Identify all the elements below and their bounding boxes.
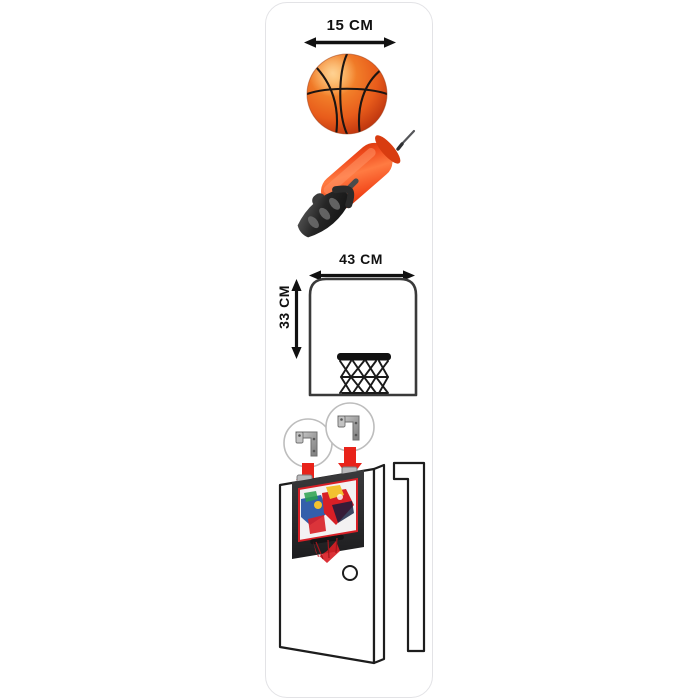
backboard-height-label: 33 CM bbox=[276, 285, 292, 329]
door-frame bbox=[392, 461, 426, 653]
backboard-graphic bbox=[298, 477, 358, 543]
door-installation-illustration bbox=[266, 401, 432, 697]
section-pump bbox=[266, 125, 432, 238]
backboard-line-drawing bbox=[308, 277, 418, 397]
backboard-width-arrow-icon bbox=[309, 270, 415, 281]
backboard-width-label: 43 CM bbox=[339, 251, 383, 267]
ball-width-arrow-icon bbox=[304, 37, 396, 48]
instruction-panel: 15 CM bbox=[265, 2, 433, 698]
hook-callout-right bbox=[325, 402, 375, 452]
section-basketball: 15 CM bbox=[266, 3, 432, 143]
mounted-mini-hoop bbox=[292, 466, 364, 563]
section-backboard-dimensions: 43 CM 33 CM bbox=[266, 247, 432, 397]
backboard-height-arrow-icon bbox=[291, 279, 302, 359]
hook-callout-left bbox=[283, 418, 333, 468]
air-pump-illustration bbox=[286, 125, 426, 238]
ball-dimension-label: 15 CM bbox=[326, 17, 374, 34]
door-knob-icon bbox=[342, 565, 358, 581]
basketball-illustration bbox=[302, 49, 392, 139]
section-door-mount bbox=[266, 401, 432, 697]
